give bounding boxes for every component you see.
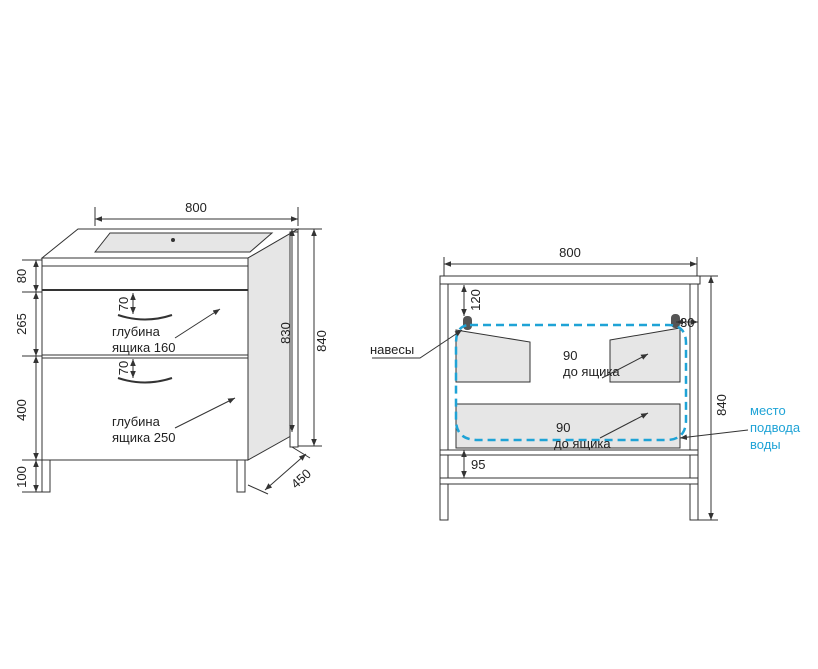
sink-outline: [454, 323, 688, 442]
left-cabinet-view: 800 80 265 400 100 70 70 глубина ящика 1…: [14, 200, 329, 495]
right-dim-width: 800: [559, 245, 581, 260]
drawer1-label-line1: глубина: [112, 324, 161, 339]
water-label-2: подвода: [750, 420, 801, 435]
drawer1-label-line2: ящика 160: [112, 340, 176, 355]
drawer-handle-1: [117, 314, 173, 321]
to-drawer-2a: 90: [556, 420, 570, 435]
dim-width-label: 800: [185, 200, 207, 215]
side-right: [689, 283, 699, 521]
dim-hinge-height: 120: [468, 289, 483, 311]
hinges-label: навесы: [370, 342, 414, 357]
dim-depth: 450: [288, 466, 314, 492]
base-rail: [439, 477, 699, 485]
cabinet-front: [41, 265, 249, 461]
countertop-edge: [41, 257, 249, 267]
dim-handle-2: 70: [116, 361, 131, 375]
dim-seg-low: 400: [14, 399, 29, 421]
drawer-handle-2: [117, 377, 173, 384]
dim-hinge-offset: 30: [680, 315, 694, 330]
shelf-bottom: [439, 449, 699, 456]
drain-hole: [171, 238, 175, 242]
dim-seg-mid: 265: [14, 313, 29, 335]
hinge-left: [463, 316, 472, 330]
dim-seg-top: 80: [14, 269, 29, 283]
right-cabinet-view: 800 840 120 30 95 навесы 90 до ящика 90 …: [370, 245, 801, 521]
to-drawer-2b: до ящика: [554, 436, 611, 451]
leg-front-left: [41, 459, 51, 493]
dim-body-height: 830: [278, 322, 293, 344]
to-drawer-1b: до ящика: [563, 364, 620, 379]
drawer-upper-right: [609, 327, 681, 383]
dim-bottom-gap: 95: [471, 457, 485, 472]
dim-total-height: 840: [314, 330, 329, 352]
water-label-1: место: [750, 403, 786, 418]
drawer-upper-left: [455, 329, 531, 383]
dim-seg-legs: 100: [14, 466, 29, 488]
leg-front-right: [236, 459, 246, 493]
water-label-3: воды: [750, 437, 781, 452]
sink-basin: [93, 232, 274, 253]
drawer2-label-line1: глубина: [112, 414, 161, 429]
drawer2-label-line2: ящика 250: [112, 430, 176, 445]
right-dim-height: 840: [714, 394, 729, 416]
top-panel: [439, 275, 701, 285]
dim-handle-1: 70: [116, 297, 131, 311]
to-drawer-1a: 90: [563, 348, 577, 363]
side-left: [439, 283, 449, 521]
